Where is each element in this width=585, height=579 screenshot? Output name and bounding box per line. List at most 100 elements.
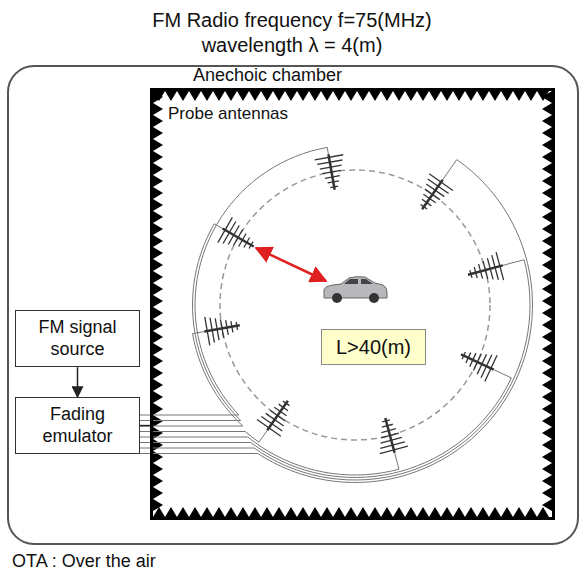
connector xyxy=(140,425,150,427)
absorber-wedge xyxy=(537,507,549,517)
absorber-wedge xyxy=(153,103,163,115)
distance-arrow xyxy=(256,248,326,281)
absorber-wedge xyxy=(465,507,477,517)
absorber-wedge xyxy=(542,211,552,223)
absorber-wedge xyxy=(153,223,163,235)
absorber-wedge xyxy=(453,507,465,517)
absorber-wedge xyxy=(465,91,477,101)
connector xyxy=(77,367,79,397)
absorber-wedge xyxy=(542,475,552,487)
absorber-wedge xyxy=(153,295,163,307)
anechoic-chamber: Anechoic chamberL>40(m) xyxy=(150,88,555,520)
absorber-wedge xyxy=(189,507,201,517)
chamber-heading: Anechoic chamber xyxy=(193,65,342,87)
absorber-wedge xyxy=(153,127,163,139)
absorber-wedge xyxy=(153,487,163,499)
absorber-wedge xyxy=(542,163,552,175)
absorber-wedge xyxy=(297,507,309,517)
absorber-wedge xyxy=(153,475,163,487)
absorber-wedge xyxy=(153,355,163,367)
absorber-wedge xyxy=(309,507,321,517)
absorber-wedge xyxy=(501,91,513,101)
absorber-wedge xyxy=(273,507,285,517)
absorber-wedge xyxy=(153,367,163,379)
absorber-wedge xyxy=(165,91,177,101)
absorber-wedge xyxy=(369,91,381,101)
absorber-wedge xyxy=(542,199,552,211)
box-text: L>40(m) xyxy=(336,335,411,359)
absorber-wedge xyxy=(542,487,552,499)
absorber-wedge xyxy=(542,247,552,259)
absorber-wedge xyxy=(153,391,163,403)
absorber-wedge xyxy=(542,235,552,247)
absorber-wedge xyxy=(201,507,213,517)
absorber-wedge xyxy=(153,271,163,283)
absorber-wedge xyxy=(542,127,552,139)
absorber-wedge xyxy=(153,247,163,259)
absorber-wedge xyxy=(542,139,552,151)
absorber-wedge xyxy=(542,367,552,379)
absorber-wedge xyxy=(153,91,163,103)
absorber-wedge xyxy=(393,507,405,517)
absorber-wedge xyxy=(513,91,525,101)
absorber-wedge xyxy=(381,507,393,517)
absorber-wedge xyxy=(542,379,552,391)
car-wheel xyxy=(332,293,342,303)
absorber-wedge xyxy=(542,343,552,355)
absorber-wedge xyxy=(153,151,163,163)
absorber-wedge xyxy=(153,463,163,475)
absorber-wedge xyxy=(542,331,552,343)
absorber-wedge xyxy=(153,403,163,415)
absorber-wedge xyxy=(153,439,163,451)
box-text: FM signal source xyxy=(20,317,135,360)
footnote: OTA : Over the air xyxy=(12,551,156,572)
absorber-wedge xyxy=(542,415,552,427)
probe-cable xyxy=(140,332,243,426)
absorber-wedge xyxy=(153,331,163,343)
probe-antenna xyxy=(204,317,239,346)
absorber-wedge xyxy=(542,403,552,415)
absorber-wedge xyxy=(542,103,552,115)
absorber-wedge xyxy=(417,91,429,101)
absorber-wedge xyxy=(153,175,163,187)
absorber-wedge xyxy=(285,507,297,517)
absorber-wedge xyxy=(542,175,552,187)
absorber-wedge xyxy=(525,91,537,101)
absorber-wedge xyxy=(153,343,163,355)
probe-antenna xyxy=(468,252,504,280)
absorber-wedge xyxy=(333,507,345,517)
absorber-wedge xyxy=(369,507,381,517)
probe-circle xyxy=(220,170,490,440)
absorber-wedge xyxy=(345,91,357,101)
absorber-wedge xyxy=(542,463,552,475)
probe-antenna xyxy=(461,352,497,381)
absorber-wedge xyxy=(345,507,357,517)
ota-system-outline xyxy=(8,66,578,544)
absorber-wedge xyxy=(542,391,552,403)
absorber-wedge xyxy=(542,187,552,199)
absorber-wedge xyxy=(542,271,552,283)
absorber-wedge xyxy=(177,507,189,517)
probe-antenna xyxy=(380,418,408,454)
probe-cable xyxy=(140,224,241,421)
absorber-wedge xyxy=(542,295,552,307)
absorber-wedge xyxy=(249,91,261,101)
absorber-wedge xyxy=(261,507,273,517)
absorber-wedge xyxy=(225,91,237,101)
absorber-wedge xyxy=(489,91,501,101)
probe-cables xyxy=(140,147,532,482)
process-box: Fading emulator xyxy=(15,397,140,454)
absorber-wedge xyxy=(525,507,537,517)
absorber-wedge xyxy=(542,451,552,463)
absorber-wedge xyxy=(501,507,513,517)
probe-antennas xyxy=(204,154,503,453)
car-windows xyxy=(344,279,373,284)
absorber-wedge xyxy=(153,283,163,295)
probe-antenna xyxy=(257,401,289,436)
absorber-wedge xyxy=(153,379,163,391)
absorber-wedge xyxy=(542,283,552,295)
absorber-wedge xyxy=(285,91,297,101)
absorber-wedge xyxy=(381,91,393,101)
absorber-wedge xyxy=(453,91,465,101)
